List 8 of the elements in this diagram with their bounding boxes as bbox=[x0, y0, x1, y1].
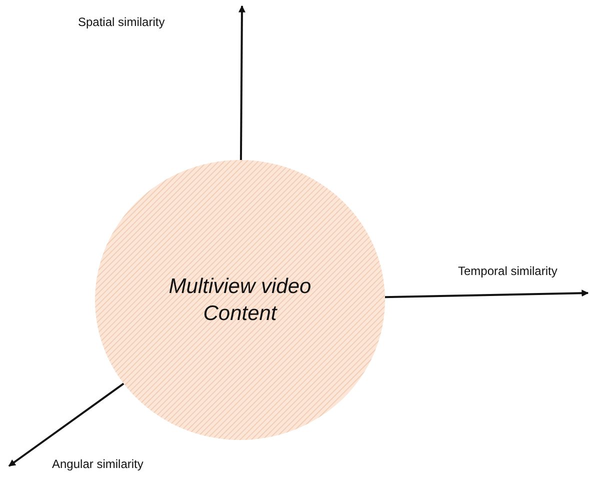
content-ellipse bbox=[95, 160, 385, 440]
arrow bbox=[238, 5, 246, 160]
axis-label: Spatial similarity bbox=[78, 15, 165, 29]
axis-label: Temporal similarity bbox=[458, 264, 558, 278]
node-label: Multiview video Content bbox=[168, 274, 312, 327]
arrow bbox=[384, 290, 589, 298]
arrow bbox=[8, 382, 124, 467]
axis-label: Angular similarity bbox=[52, 457, 144, 471]
